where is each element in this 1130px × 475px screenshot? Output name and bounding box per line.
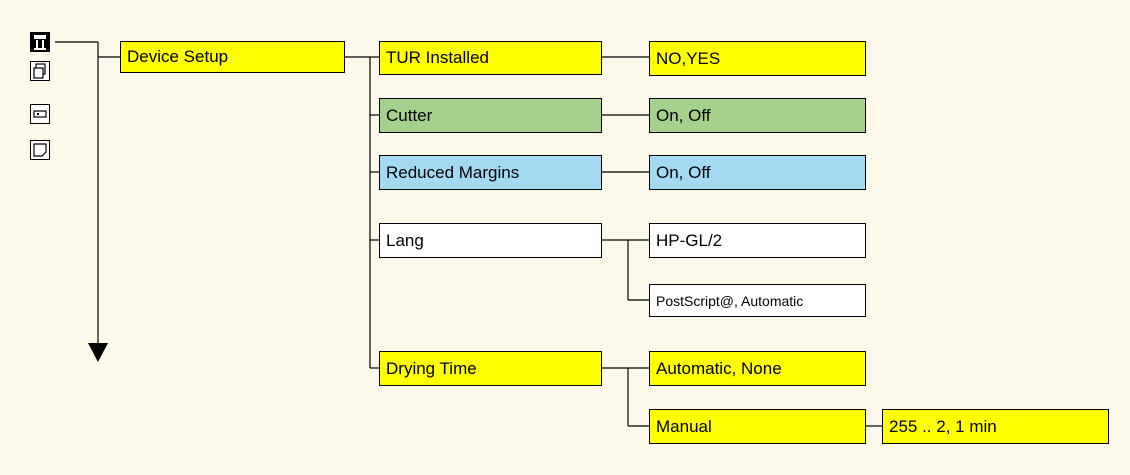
down-arrow-icon [88,343,108,362]
printer-icon [30,32,50,52]
manual-range-item[interactable]: 255 .. 2, 1 min [882,409,1109,444]
cutter-options-item[interactable]: On, Off [649,98,866,133]
drying-automatic-none-item[interactable]: Automatic, None [649,351,866,386]
drying-manual-item[interactable]: Manual [649,409,866,444]
postscript-option-item[interactable]: PostScript@, Automatic [649,284,866,317]
hpgl2-option-item[interactable]: HP-GL/2 [649,223,866,258]
lang-item[interactable]: Lang [379,223,602,258]
device-setup-item[interactable]: Device Setup [120,41,345,73]
tur-installed-item[interactable]: TUR Installed [379,41,602,75]
copy-pages-icon [30,61,50,81]
reduced-margins-item[interactable]: Reduced Margins [379,155,602,190]
cartridge-icon [30,104,50,124]
drying-time-item[interactable]: Drying Time [379,351,602,386]
tur-options-item[interactable]: NO,YES [649,41,866,76]
reduced-margins-options-item[interactable]: On, Off [649,155,866,190]
paper-icon [30,140,50,160]
cutter-item[interactable]: Cutter [379,98,602,133]
